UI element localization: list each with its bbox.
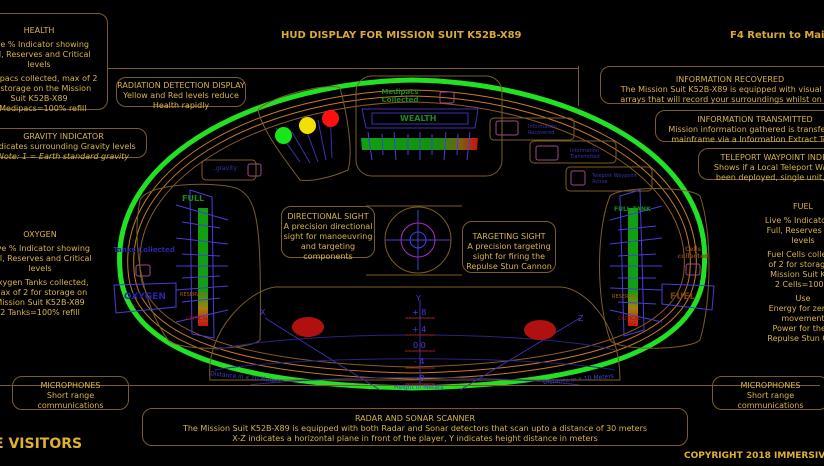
tanks-collected-label: Tanks Collected <box>113 246 175 254</box>
radar-blip-left <box>292 317 324 337</box>
radar-callout: RADAR AND SONAR SCANNER The Mission Suit… <box>142 408 688 446</box>
fuel-gauge-label: FUEL <box>670 292 696 302</box>
radar-frame <box>209 286 621 381</box>
microphones-left-callout: MICROPHONES Short range communications <box>12 376 129 410</box>
connector-line <box>578 66 579 106</box>
fuel-full-label: FULL TANK <box>614 206 651 213</box>
radiation-panel-frame <box>257 86 351 181</box>
health-callout: HEALTH Live % Indicator showing Full, Re… <box>0 13 108 113</box>
oxygen-callout: OXYGEN Live % Indicator showing Full, Re… <box>0 230 92 317</box>
directional-sight-callout: DIRECTIONAL SIGHT A precision directiona… <box>281 206 375 261</box>
return-main-menu-link[interactable]: F4 Return to Main Me <box>730 30 824 41</box>
medipacs-slot <box>439 91 455 104</box>
radiation-light-yellow <box>299 117 316 134</box>
visor-outline <box>117 77 708 391</box>
radiation-light-red <box>322 110 339 127</box>
height-tick: 0 0 <box>413 341 426 350</box>
height-tick: + 8 <box>412 308 427 317</box>
microphones-right-callout: MICROPHONES Short range communications <box>712 376 824 410</box>
height-tick: - 8 <box>414 374 425 383</box>
oxygen-gauge-bar <box>198 208 208 326</box>
health-callout-title: HEALTH <box>23 26 55 35</box>
oxygen-critical-label: CRITICAL <box>186 316 209 322</box>
gravity-callout: GRAVITY INDICATOR Indicates surrounding … <box>0 128 147 161</box>
fuel-callout: FUEL Live % Indicator sh Full, Reserves … <box>764 202 824 343</box>
copyright-text: COPYRIGHT 2018 IMMERSIVE <box>684 451 824 461</box>
fuel-panel-frame <box>599 188 710 349</box>
health-panel-frame <box>355 75 503 177</box>
tanks-slot <box>135 264 151 277</box>
gravity-readout-frame <box>201 159 257 181</box>
radiation-light-green <box>275 127 292 144</box>
info-transmitted-indicator: Information Transmitted <box>570 148 600 160</box>
information-transmitted-callout: INFORMATION TRANSMITTED Mission informat… <box>655 110 824 144</box>
radar-x-axis-label: X <box>260 308 266 317</box>
targeting-sight-callout: TARGETING SIGHT A precision targeting si… <box>462 221 556 273</box>
fuel-gauge-bar <box>628 208 638 326</box>
height-axis-label: Height in Meters <box>394 384 444 391</box>
fuel-reserves-label: RESERVES <box>612 294 638 300</box>
connector-line <box>108 68 578 69</box>
info-recovered-indicator: Information Recovered <box>528 124 557 136</box>
radar-z-axis-label: Z <box>578 314 584 323</box>
connector-line <box>0 385 820 386</box>
oxygen-gauge-label: OXYGEN <box>124 292 166 302</box>
radiation-callout: RADIATION DETECTION DISPLAY Yellow and R… <box>116 77 246 110</box>
wealth-label: WEALTH <box>400 114 437 123</box>
oxygen-full-label: FULL <box>182 194 205 203</box>
medipacs-label: Medipacs Collected <box>381 88 419 104</box>
teleport-waypoint-callout: TELEPORT WAYPOINT INDICA Shows if a Loca… <box>698 148 824 182</box>
fuel-label-frame <box>661 283 715 311</box>
brand-logo: E VISITORS <box>0 436 83 452</box>
height-tick: - 4 <box>414 357 425 366</box>
information-recovered-callout: INFORMATION RECOVERED The Mission Suit K… <box>600 66 824 104</box>
radar-y-axis-label: Y <box>416 294 421 303</box>
height-tick: + 4 <box>412 325 427 334</box>
radar-blip-right <box>524 320 556 340</box>
cells-collected-label: Cells collected <box>677 246 709 260</box>
teleport-indicator: Teleport Waypoint Active <box>592 173 637 185</box>
page-title: HUD DISPLAY FOR MISSION SUIT K52B-X89 <box>281 30 522 41</box>
oxygen-reserves-label: RESERVES <box>180 292 206 298</box>
oxygen-label-frame <box>113 282 177 314</box>
cells-slot <box>685 263 701 276</box>
oxygen-panel-frame <box>136 183 261 349</box>
gravity-readout: ..gravity <box>212 165 237 172</box>
fuel-critical-label: CRITICAL <box>618 316 641 322</box>
